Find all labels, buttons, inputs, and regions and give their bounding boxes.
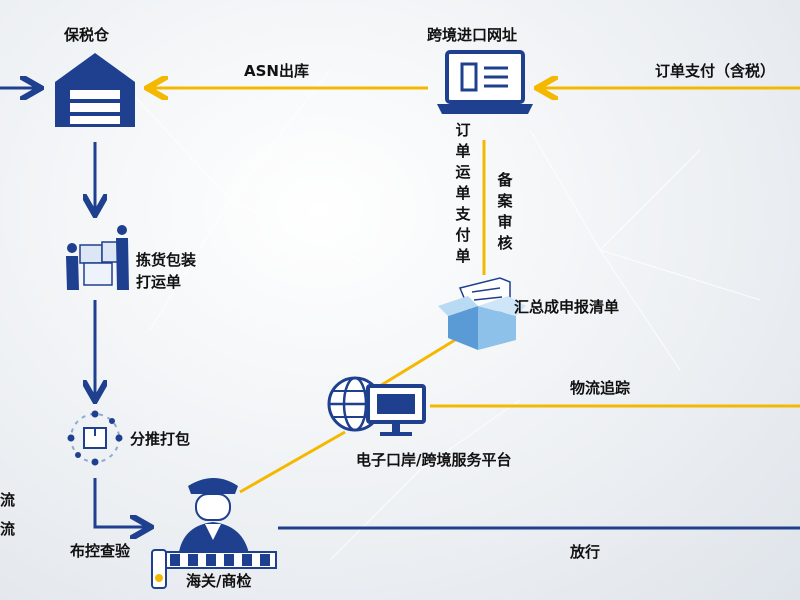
bonded-warehouse-label: 保税仓 bbox=[64, 26, 110, 44]
warehouse-icon bbox=[55, 53, 135, 127]
workers-packing-icon bbox=[66, 225, 129, 290]
release-label: 放行 bbox=[570, 543, 601, 561]
declaration-to-eport-line bbox=[369, 338, 456, 394]
globe-monitor-icon bbox=[327, 376, 426, 436]
declaration-label: 汇总成申报清单 bbox=[514, 298, 620, 316]
inspection-label: 布控查验 bbox=[70, 542, 131, 560]
filing-review-label: 备案审核 bbox=[497, 171, 513, 252]
left-cut-label-1: 流 bbox=[0, 491, 16, 509]
logistics-tracking-label: 物流追踪 bbox=[570, 379, 631, 397]
customs-label: 海关/商检 bbox=[186, 572, 252, 590]
picking-packing-label-line2: 打运单 bbox=[136, 273, 182, 291]
package-cycle-icon bbox=[67, 410, 123, 466]
eport-to-customs-line bbox=[239, 430, 346, 494]
customs-officer-icon bbox=[178, 478, 250, 560]
order-payment-label: 订单支付（含税） bbox=[655, 62, 776, 80]
sort-to-inspection-arrow bbox=[93, 478, 148, 527]
cross-border-site-label: 跨境进口网址 bbox=[427, 26, 518, 44]
barrier-gate-icon bbox=[151, 549, 277, 589]
asn-out-label: ASN出库 bbox=[244, 62, 309, 80]
picking-packing-label-line1: 拣货包装 bbox=[136, 251, 197, 269]
sort-pack-label: 分推打包 bbox=[130, 430, 191, 448]
laptop-icon bbox=[437, 50, 533, 114]
background-texture bbox=[119, 69, 761, 561]
declaration-box-icon bbox=[438, 277, 526, 350]
e-port-label: 电子口岸/跨境服务平台 bbox=[356, 451, 512, 469]
left-cut-label-2: 流 bbox=[0, 520, 16, 538]
order-docs-label: 订单运单支付单 bbox=[455, 121, 471, 265]
